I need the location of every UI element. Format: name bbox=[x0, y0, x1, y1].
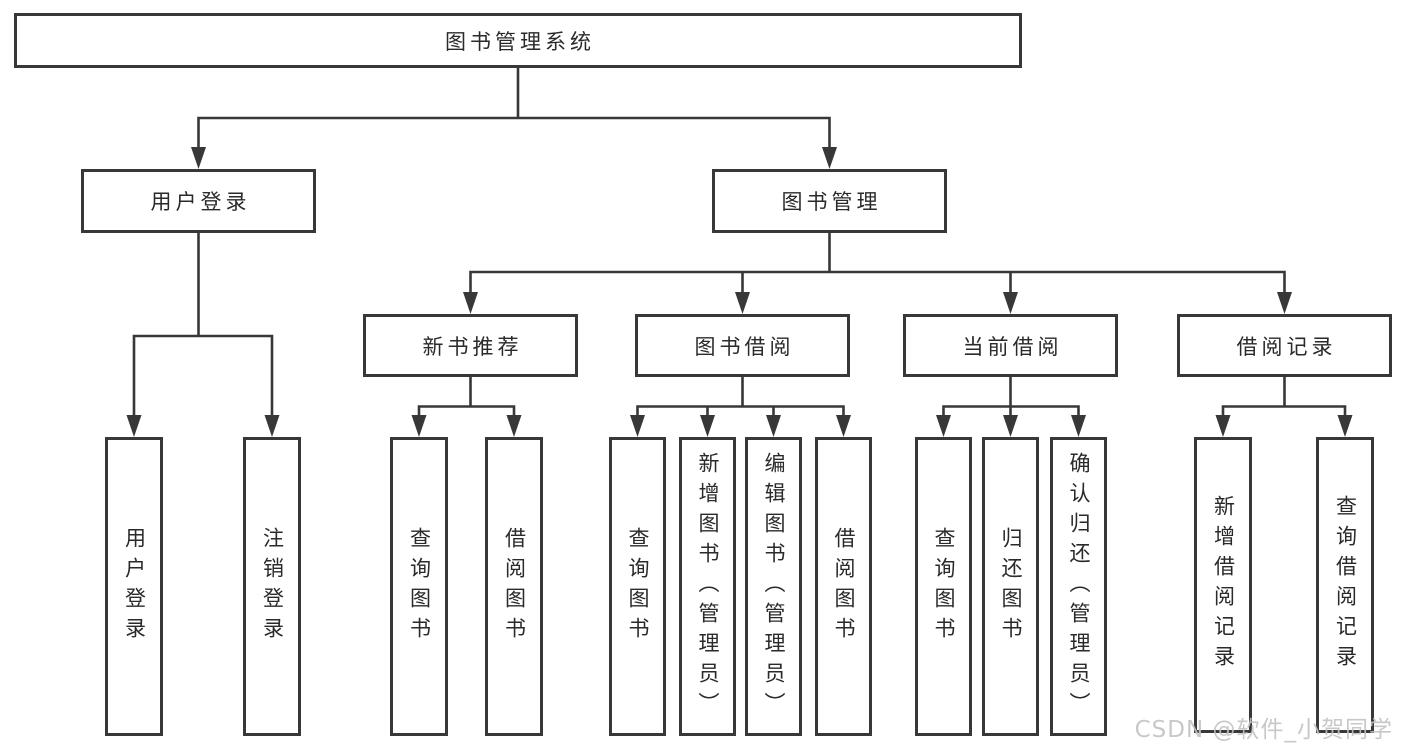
connector-line bbox=[636, 375, 845, 422]
arrow-down-icon bbox=[822, 147, 837, 169]
leaf-records-query: 查询借阅记录 bbox=[1316, 437, 1374, 733]
arrow-down-icon bbox=[506, 415, 522, 437]
leaf-label: 编辑图书（管理员） bbox=[762, 451, 787, 722]
leaf-label: 归还图书 bbox=[999, 526, 1024, 647]
connector-line bbox=[417, 375, 516, 422]
arrow-down-icon bbox=[1003, 415, 1018, 437]
leaf-borrow-borrow-books: 借阅图书 bbox=[815, 437, 872, 736]
node-label: 图书管理系统 bbox=[445, 29, 595, 54]
leaf-borrow-add-books-admin: 新增图书（管理员） bbox=[679, 437, 736, 736]
watermark: CSDN @软件_小贺同学 bbox=[1134, 717, 1393, 743]
connector-line bbox=[469, 231, 1286, 299]
arrow-down-icon bbox=[630, 415, 645, 437]
arrow-down-icon bbox=[1215, 415, 1231, 437]
leaf-label: 注销登录 bbox=[260, 526, 285, 647]
node-book-management: 图书管理 bbox=[712, 169, 947, 233]
connector-line bbox=[942, 375, 1080, 422]
leaf-label: 借阅图书 bbox=[502, 526, 527, 647]
leaf-label: 查询图书 bbox=[407, 526, 432, 647]
arrow-down-icon bbox=[766, 415, 781, 437]
leaf-label: 用户登录 bbox=[122, 526, 147, 647]
arrow-down-icon bbox=[1003, 292, 1018, 314]
node-user-login: 用户登录 bbox=[81, 169, 316, 233]
leaf-label: 查询图书 bbox=[626, 526, 651, 647]
node-label: 新书推荐 bbox=[422, 334, 523, 359]
leaf-user-login: 用户登录 bbox=[105, 437, 163, 736]
arrow-down-icon bbox=[191, 147, 206, 169]
arrow-down-icon bbox=[700, 415, 715, 437]
leaf-label: 借阅图书 bbox=[832, 526, 857, 647]
connector-line bbox=[197, 66, 831, 154]
leaf-recommend-query-books: 查询图书 bbox=[390, 437, 448, 736]
leaf-label: 确认归还（管理员） bbox=[1067, 451, 1092, 722]
node-borrow-records: 借阅记录 bbox=[1177, 314, 1392, 377]
node-book-borrow: 图书借阅 bbox=[635, 314, 850, 377]
arrow-down-icon bbox=[126, 415, 142, 437]
leaf-label: 查询图书 bbox=[932, 526, 957, 647]
arrow-down-icon bbox=[735, 292, 750, 314]
arrow-down-icon bbox=[1277, 292, 1292, 314]
leaf-current-confirm-return-admin: 确认归还（管理员） bbox=[1050, 437, 1107, 736]
node-label: 当前借阅 bbox=[962, 334, 1063, 359]
node-label: 图书管理 bbox=[781, 190, 882, 214]
connector-line bbox=[1221, 375, 1347, 422]
node-label: 借阅记录 bbox=[1236, 334, 1337, 359]
node-label: 用户登录 bbox=[150, 190, 251, 214]
connector-line bbox=[132, 231, 274, 422]
arrow-down-icon bbox=[463, 292, 478, 314]
node-current-borrow: 当前借阅 bbox=[903, 314, 1118, 377]
arrow-down-icon bbox=[1337, 415, 1353, 437]
arrow-down-icon bbox=[836, 415, 851, 437]
leaf-records-add: 新增借阅记录 bbox=[1194, 437, 1252, 733]
leaf-label: 查询借阅记录 bbox=[1333, 495, 1358, 675]
leaf-current-return-books: 归还图书 bbox=[982, 437, 1039, 736]
node-new-book-recommend: 新书推荐 bbox=[363, 314, 578, 377]
leaf-label: 新增图书（管理员） bbox=[696, 451, 721, 722]
arrow-down-icon bbox=[411, 415, 427, 437]
leaf-borrow-query-books: 查询图书 bbox=[609, 437, 666, 736]
leaf-borrow-edit-books-admin: 编辑图书（管理员） bbox=[745, 437, 802, 736]
node-label: 图书借阅 bbox=[694, 334, 795, 359]
node-root: 图书管理系统 bbox=[14, 13, 1022, 68]
arrow-down-icon bbox=[264, 415, 280, 437]
leaf-label: 新增借阅记录 bbox=[1211, 495, 1236, 675]
leaf-current-query-books: 查询图书 bbox=[915, 437, 972, 736]
arrow-down-icon bbox=[936, 415, 951, 437]
leaf-recommend-borrow-books: 借阅图书 bbox=[485, 437, 543, 736]
leaf-logout: 注销登录 bbox=[243, 437, 301, 736]
arrow-down-icon bbox=[1071, 415, 1086, 437]
